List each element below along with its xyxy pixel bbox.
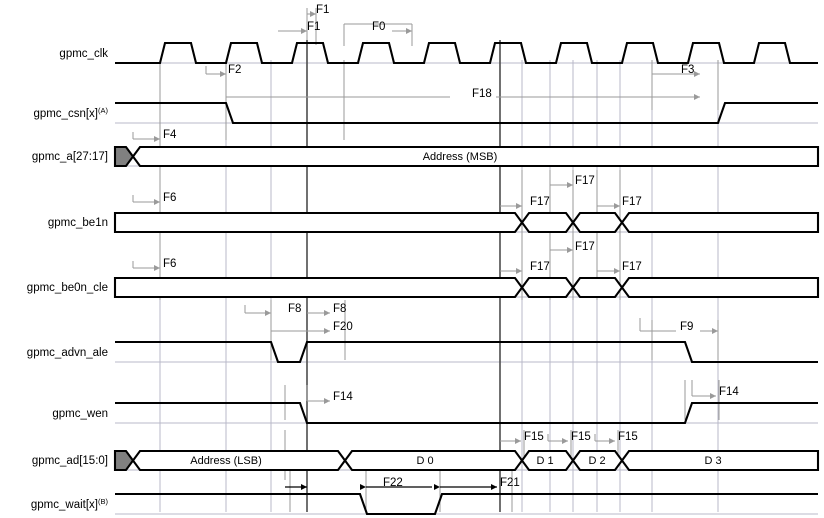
marker-label-f17-11: F17 (622, 196, 642, 208)
bus-segment (520, 211, 575, 234)
signal-label-gpmc_csn: gpmc_csn[x](A) (33, 106, 108, 120)
bus-segment (520, 276, 575, 299)
marker-label-f1-0: F1 (316, 4, 329, 16)
bus-segment (571, 211, 624, 234)
marker-label-f17-14: F17 (622, 261, 642, 273)
signal-label-gpmc_wen: gpmc_wen (52, 408, 108, 420)
measurement-arrows (132, 8, 719, 490)
marker-label-f9-18: F9 (680, 321, 693, 333)
signal-label-gpmc_be1n: gpmc_be1n (48, 217, 108, 229)
marker-label-f6-8: F6 (163, 258, 176, 270)
bus-segment (571, 276, 624, 299)
signal-label-gpmc_clk: gpmc_clk (59, 48, 108, 60)
bus-label-5: D 3 (704, 455, 721, 467)
bus-segment (620, 276, 820, 299)
marker-label-f0-2: F0 (372, 21, 385, 33)
waveform-gpmc_advn_ale (115, 340, 818, 364)
bus-label-4: D 2 (588, 455, 605, 467)
bus-segment (131, 145, 820, 168)
bus-segment (113, 276, 524, 299)
bus-shapes (113, 145, 820, 472)
signal-waveforms (115, 41, 818, 516)
marker-label-f4-6: F4 (163, 129, 177, 141)
bus-segment (620, 449, 820, 472)
marker-label-f17-10: F17 (575, 175, 595, 187)
bus-segment-invalid (113, 449, 135, 472)
signal-label-gpmc_a: gpmc_a[27:17] (32, 151, 108, 163)
marker-label-f8-15: F8 (288, 303, 301, 315)
bus-segment (113, 211, 524, 234)
marker-label-f21-25: F21 (500, 477, 520, 489)
waveform-gpmc_clk (115, 41, 818, 65)
signal-label-gpmc_wait: gpmc_wait[x](B) (31, 497, 109, 511)
guide-lines-dark (306, 40, 501, 512)
marker-label-f14-19: F14 (333, 391, 353, 403)
marker-label-f3-5: F3 (681, 64, 694, 76)
bus-label-1: Address (LSB) (190, 455, 262, 467)
bus-segment (620, 211, 820, 234)
marker-label-f20-17: F20 (333, 321, 353, 333)
waveform-gpmc_wen (115, 401, 818, 425)
waveform-gpmc_wait (115, 492, 818, 516)
marker-label-f2-3: F2 (228, 64, 241, 76)
waveform-gpmc_csn (115, 101, 818, 125)
bus-segment-invalid (113, 145, 135, 168)
bus-label-0: Address (MSB) (423, 151, 498, 163)
signal-label-gpmc_ad: gpmc_ad[15:0] (32, 455, 108, 467)
bus-value-labels: Address (MSB) Address (LSB) D 0 D 1 D 2 D 3 (190, 151, 721, 467)
marker-label-f17-13: F17 (575, 241, 595, 253)
marker-label-f18-4: F18 (472, 88, 492, 100)
marker-label-f15-22: F15 (571, 431, 591, 443)
marker-label-f14-20: F14 (719, 386, 739, 398)
marker-label-f22-24: F22 (383, 477, 403, 489)
marker-label-f17-12: F17 (530, 261, 550, 273)
bus-label-2: D 0 (416, 455, 433, 467)
marker-label-f15-21: F15 (524, 431, 544, 443)
signal-label-gpmc_advn_ale: gpmc_advn_ale (27, 347, 108, 359)
signal-label-gpmc_be0n_cle: gpmc_be0n_cle (27, 282, 108, 294)
bus-label-3: D 1 (536, 455, 553, 467)
marker-label-f1-1: F1 (307, 21, 320, 33)
marker-label-f6-7: F6 (163, 192, 176, 204)
marker-label-f15-23: F15 (618, 431, 638, 443)
marker-label-f17-9: F17 (530, 196, 550, 208)
marker-label-f8-16: F8 (333, 303, 346, 315)
signal-name-labels: gpmc_clk gpmc_csn[x](A) gpmc_a[27:17] gpmc_… (27, 48, 109, 511)
